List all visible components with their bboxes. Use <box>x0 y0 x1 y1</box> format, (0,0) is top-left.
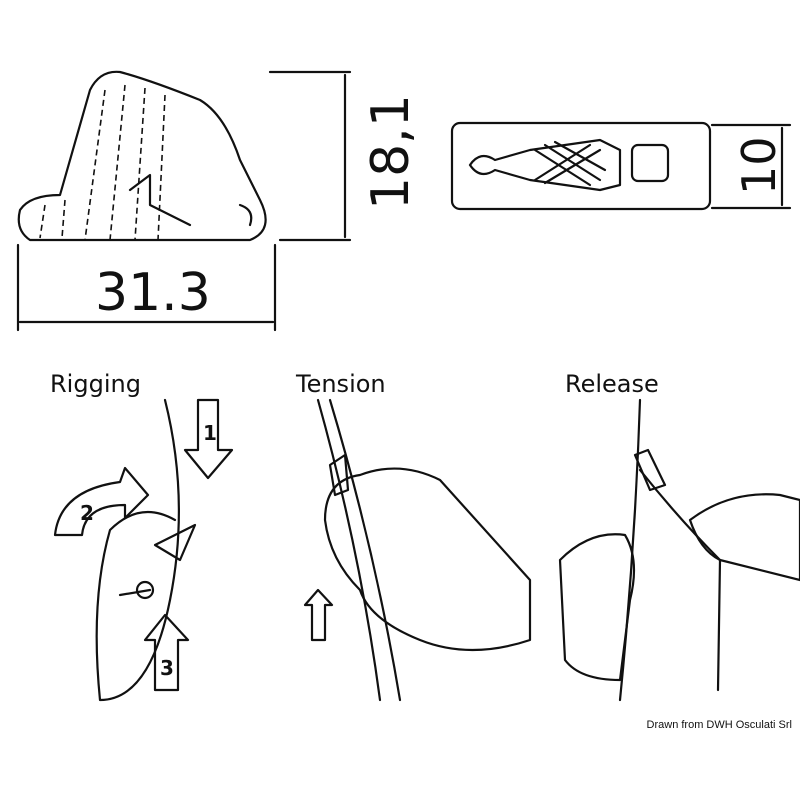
cleat-top-view <box>450 121 712 211</box>
arrow-3 <box>143 613 190 692</box>
step-release-label: Release <box>565 370 659 398</box>
step-number-3: 3 <box>160 656 174 680</box>
tension-arrow <box>303 588 334 642</box>
step-number-1: 1 <box>203 421 217 445</box>
dimension-width: 10 <box>732 136 786 195</box>
arrow-2 <box>53 466 150 537</box>
step-tension-label: Tension <box>295 370 386 398</box>
cleat-side-view <box>17 70 267 242</box>
credit-text: Drawn from DWH Osculati Srl <box>646 719 792 731</box>
dimension-lines <box>16 70 792 332</box>
dimension-length: 31.3 <box>95 263 211 323</box>
step-number-2: 2 <box>80 501 94 525</box>
dimension-height: 18,1 <box>361 94 421 210</box>
release-illustration <box>558 398 800 702</box>
rigging-illustration <box>53 398 234 702</box>
arrow-1 <box>183 398 234 480</box>
tension-illustration <box>303 398 532 702</box>
step-rigging-label: Rigging <box>50 370 141 398</box>
